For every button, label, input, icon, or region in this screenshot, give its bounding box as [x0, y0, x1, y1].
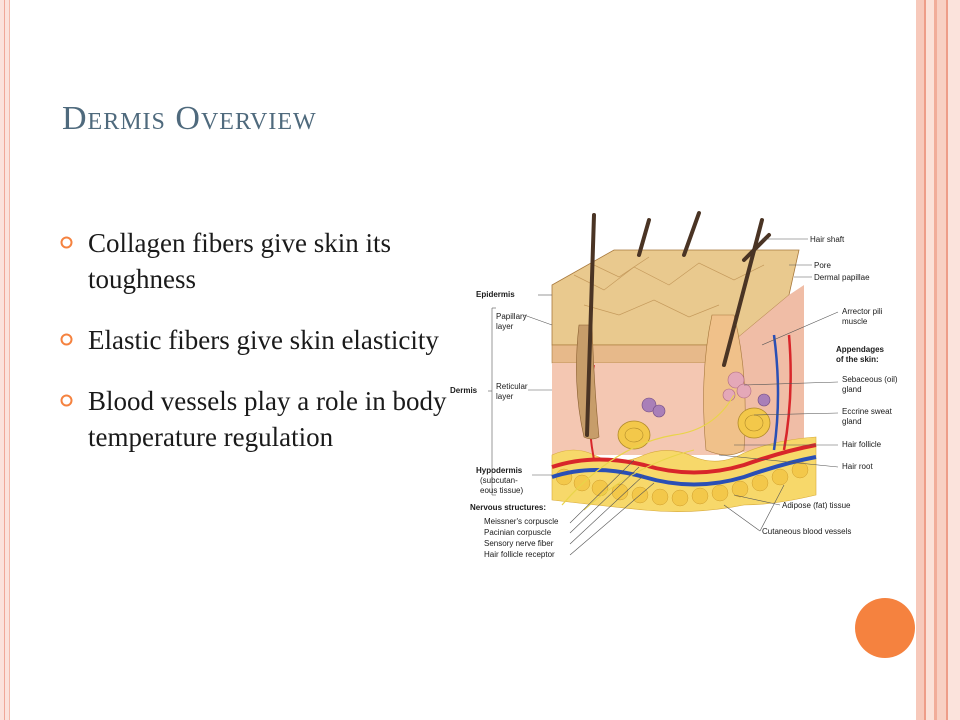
orange-circle-icon — [855, 598, 915, 658]
left-frame-border — [0, 0, 10, 720]
open-circle-bullet-icon — [60, 236, 73, 249]
bullet-text: Collagen fibers give skin its toughness — [88, 228, 391, 294]
bullet-item: Elastic fibers give skin elasticity — [60, 322, 450, 358]
svg-text:Reticular: Reticular — [496, 382, 528, 391]
svg-text:Arrector pili: Arrector pili — [842, 307, 883, 316]
svg-text:Appendages: Appendages — [836, 345, 885, 354]
open-circle-bullet-icon — [60, 394, 73, 407]
svg-text:layer: layer — [496, 392, 514, 401]
svg-text:Hair shaft: Hair shaft — [810, 235, 845, 244]
svg-text:gland: gland — [842, 385, 862, 394]
left-frame-line — [4, 0, 5, 720]
svg-text:Adipose (fat) tissue: Adipose (fat) tissue — [782, 501, 851, 510]
svg-text:Meissner's corpuscle: Meissner's corpuscle — [484, 517, 559, 526]
svg-text:Nervous structures:: Nervous structures: — [470, 503, 546, 512]
svg-text:Pore: Pore — [814, 261, 831, 270]
svg-text:eous tissue): eous tissue) — [480, 486, 523, 495]
slide-title: Dermis Overview — [62, 100, 317, 137]
svg-text:layer: layer — [496, 322, 514, 331]
svg-text:muscle: muscle — [842, 317, 868, 326]
svg-text:Hair root: Hair root — [842, 462, 873, 471]
bullet-text: Elastic fibers give skin elasticity — [88, 325, 439, 355]
svg-text:Hair follicle: Hair follicle — [842, 440, 882, 449]
svg-text:Epidermis: Epidermis — [476, 290, 515, 299]
bullet-item: Collagen fibers give skin its toughness — [60, 225, 450, 297]
bullet-item: Blood vessels play a role in body temper… — [60, 383, 450, 455]
bullet-list: Collagen fibers give skin its toughness … — [60, 225, 450, 480]
svg-text:Eccrine sweat: Eccrine sweat — [842, 407, 893, 416]
svg-text:of the skin:: of the skin: — [836, 355, 879, 364]
bullet-text: Blood vessels play a role in body temper… — [88, 386, 447, 452]
svg-text:Cutaneous blood vessels: Cutaneous blood vessels — [762, 527, 851, 536]
svg-text:Dermal papillae: Dermal papillae — [814, 273, 870, 282]
right-stripe-border — [916, 0, 960, 720]
svg-text:(subcutan-: (subcutan- — [480, 476, 518, 485]
svg-text:gland: gland — [842, 417, 862, 426]
svg-text:Papillary: Papillary — [496, 312, 527, 321]
svg-text:Hair follicle receptor: Hair follicle receptor — [484, 550, 555, 559]
svg-text:Sensory nerve fiber: Sensory nerve fiber — [484, 539, 554, 548]
svg-text:Dermis: Dermis — [450, 386, 478, 395]
svg-text:Pacinian corpuscle: Pacinian corpuscle — [484, 528, 552, 537]
svg-text:Sebaceous (oil): Sebaceous (oil) — [842, 375, 898, 384]
skin-cross-section-diagram: Epidermis Papillary layer Dermis Reticul… — [450, 211, 898, 559]
open-circle-bullet-icon — [60, 333, 73, 346]
svg-text:Hypodermis: Hypodermis — [476, 466, 523, 475]
